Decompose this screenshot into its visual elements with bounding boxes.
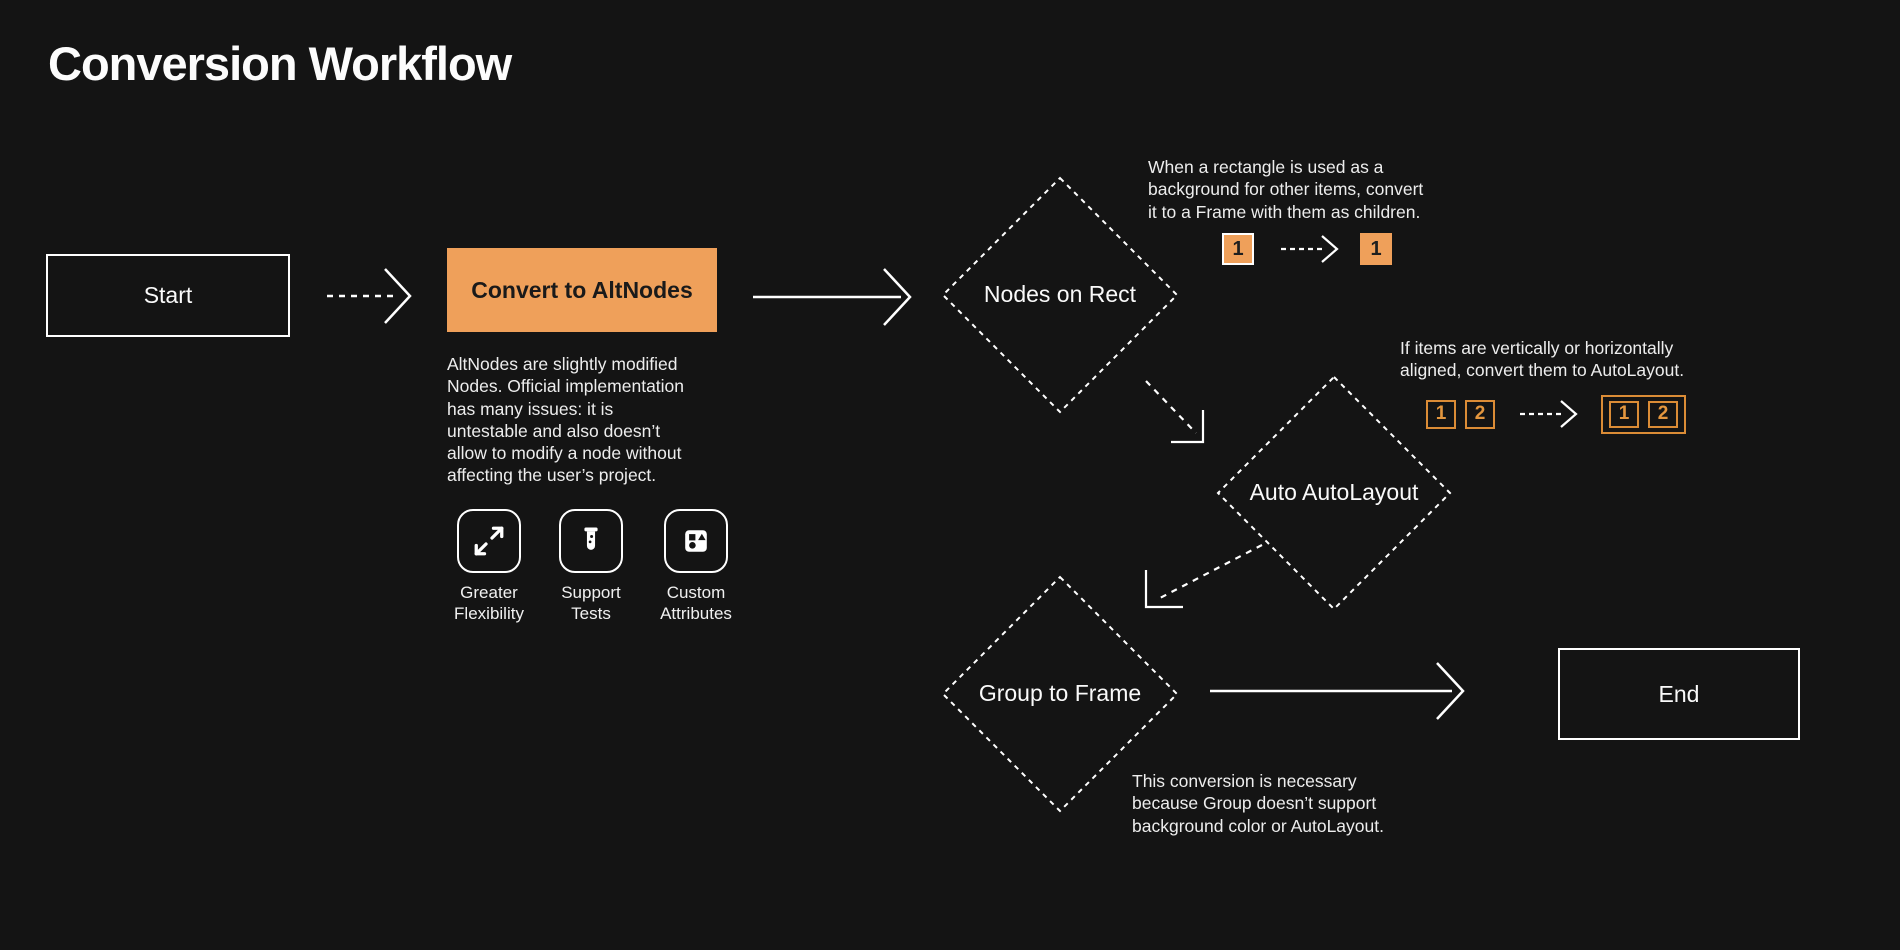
end-label: End (1658, 680, 1700, 707)
diamond-label-nodes-on-rect: Nodes on Rect (983, 281, 1137, 307)
altnodes-description: AltNodes are slightly modified Nodes. Of… (447, 354, 685, 486)
benefit-icon-box (664, 509, 728, 573)
item-square-before: 1 (1222, 233, 1254, 265)
benefits-row: Greater Flexibility Support Tests (437, 509, 751, 624)
benefit-label: Custom Attributes (660, 583, 732, 623)
item-square-2: 2 (1648, 400, 1678, 428)
annotation-autolayout-example: 1 2 1 2 (1426, 394, 1686, 434)
test-tube-icon (584, 527, 598, 550)
node-convert-to-altnodes: Convert to AltNodes (447, 248, 717, 332)
diamond-label-auto-autolayout: Auto AutoLayout (1249, 479, 1419, 505)
diamond-label-group-to-frame: Group to Frame (978, 680, 1142, 706)
autolayout-group-box: 1 2 (1601, 394, 1686, 434)
item-square-after: 1 (1360, 233, 1392, 265)
shapes-icon (685, 530, 707, 552)
arrow-auto-autolayout-to-group-to-frame (1144, 544, 1263, 609)
benefit-support-tests: Support Tests (541, 509, 641, 624)
convert-label: Convert to AltNodes (471, 276, 693, 303)
arrow-start-to-convert (327, 268, 412, 324)
mini-dashed-arrow-icon (1281, 235, 1339, 263)
benefit-icon-box (457, 509, 521, 573)
benefit-label: Support Tests (561, 583, 621, 623)
benefit-greater-flexibility: Greater Flexibility (437, 509, 541, 624)
arrow-nodes-on-rect-to-auto-autolayout (1145, 380, 1205, 444)
item-square-1: 1 (1426, 399, 1456, 429)
mini-dashed-arrow-icon (1520, 400, 1578, 428)
page-title: Conversion Workflow (48, 37, 512, 90)
annotation-group-to-frame-text: This conversion is necessary because Gro… (1132, 771, 1384, 836)
benefit-icon-box (559, 509, 623, 573)
annotation-rect-to-frame-text: When a rectangle is used as a background… (1148, 157, 1424, 222)
benefit-label: Greater Flexibility (454, 583, 524, 623)
arrow-convert-to-nodes-on-rect (753, 268, 912, 326)
node-end: End (1558, 648, 1800, 740)
item-square-1: 1 (1609, 400, 1639, 428)
expand-arrows-icon (474, 526, 504, 556)
item-square-2: 2 (1465, 399, 1495, 429)
annotation-rect-to-frame-example: 1 1 (1222, 232, 1392, 266)
arrow-group-to-frame-to-end (1210, 662, 1465, 720)
annotation-autolayout-text: If items are vertically or horizontally … (1400, 338, 1685, 381)
start-label: Start (143, 282, 193, 308)
benefit-custom-attributes: Custom Attributes (641, 509, 751, 624)
node-start: Start (46, 254, 290, 337)
